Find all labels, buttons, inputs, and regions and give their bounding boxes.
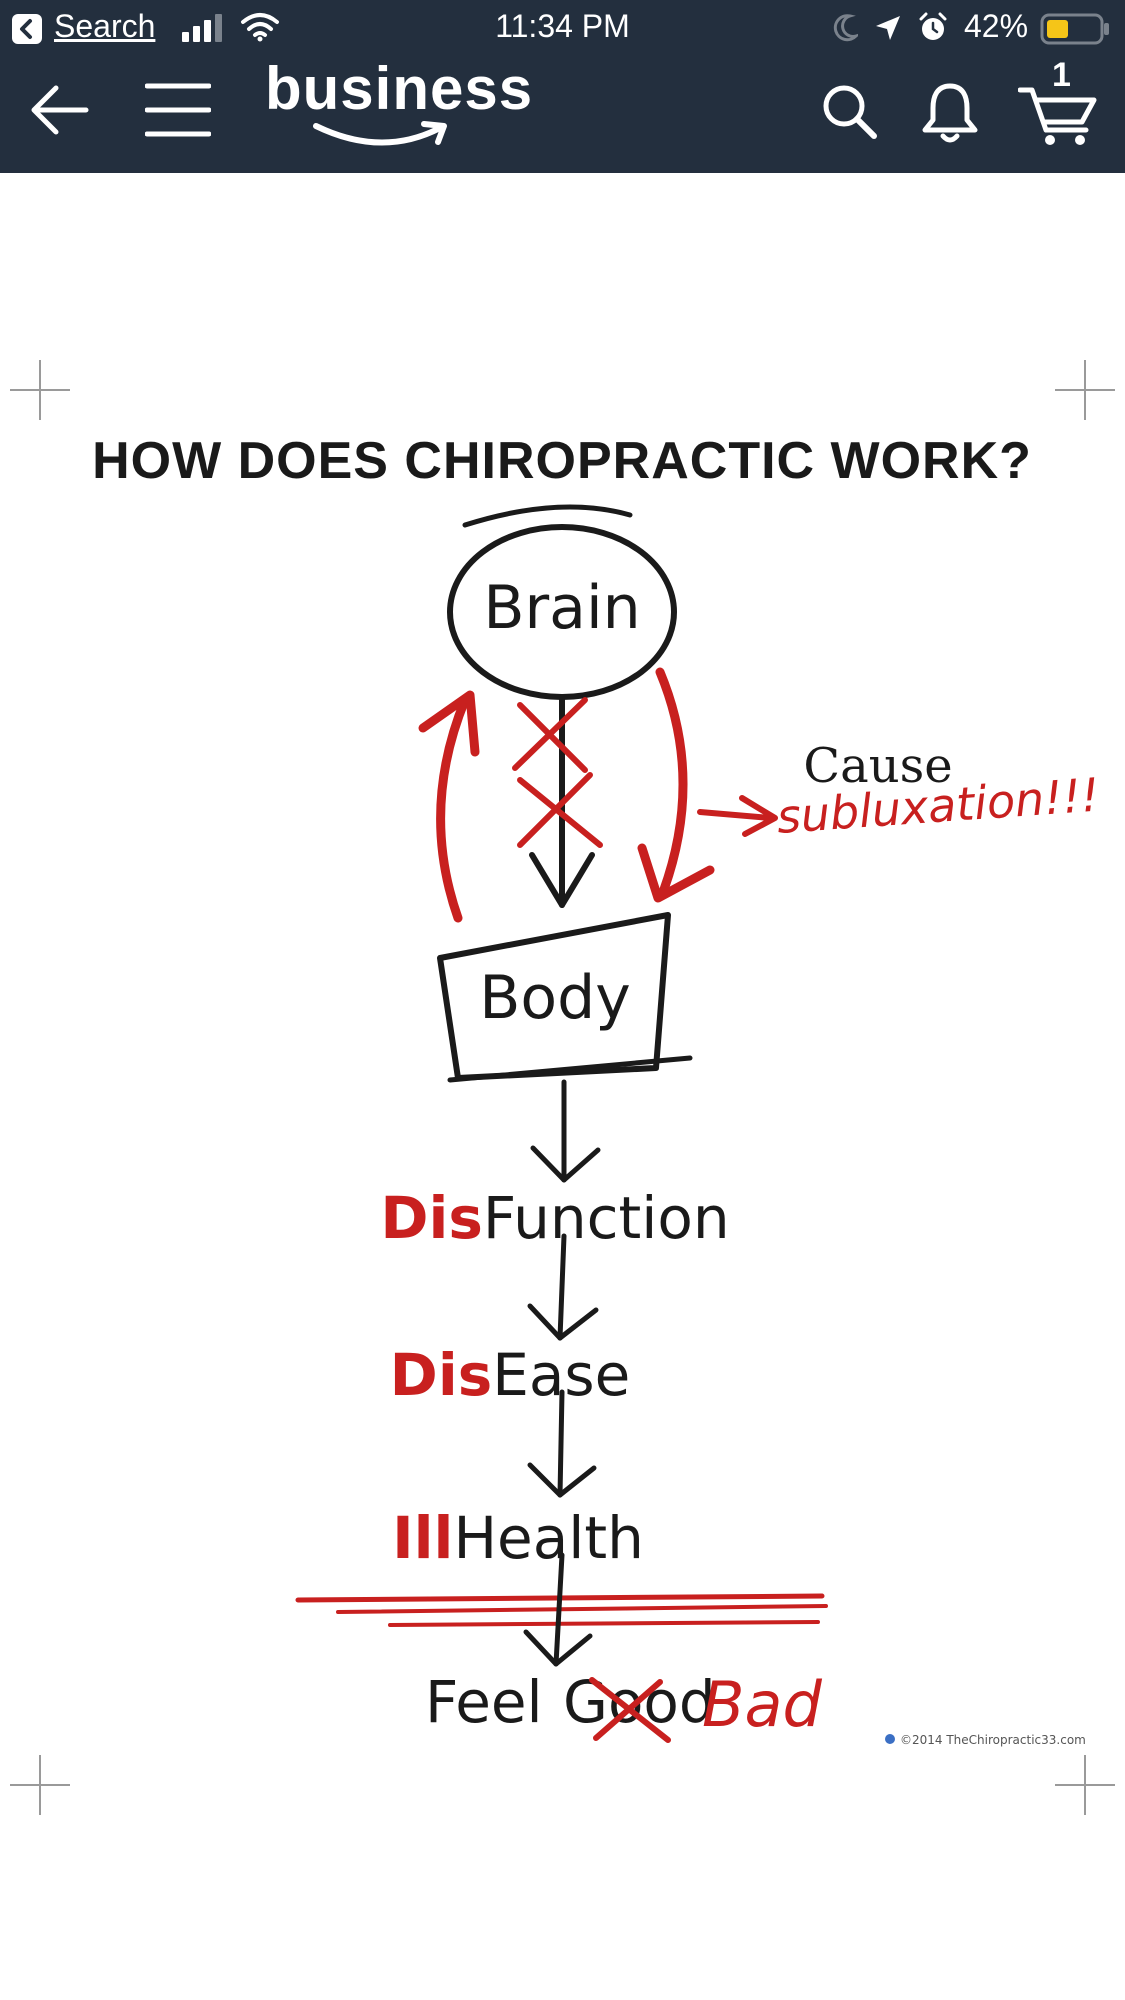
- search-icon[interactable]: [820, 82, 880, 147]
- cart-icon[interactable]: [1017, 82, 1098, 151]
- step-word: Function: [483, 1184, 730, 1252]
- wifi-icon: [240, 12, 280, 47]
- back-arrow-icon[interactable]: [28, 78, 92, 147]
- location-icon: [874, 14, 902, 47]
- crossed-out-mark: [589, 1677, 671, 1743]
- chiropractic-diagram: HOW DOES CHIROPRACTIC WORK? Brain Cause …: [10, 360, 1115, 1815]
- status-time: 11:34 PM: [495, 8, 630, 44]
- brain-label: Brain: [483, 573, 640, 643]
- final-feel: Feel: [425, 1668, 543, 1736]
- nerve-interference-icon: [512, 697, 603, 848]
- cart-count-badge[interactable]: 1: [1052, 56, 1071, 94]
- smile-arrow-icon: [312, 118, 452, 163]
- step-ill-health: IllHealth: [392, 1504, 644, 1572]
- battery-percent: 42%: [964, 8, 1029, 44]
- alarm-icon: [918, 12, 948, 49]
- crop-mark-icon: [10, 360, 1115, 1815]
- copyright-logo-icon: [885, 1734, 895, 1744]
- signal-icon: [180, 14, 226, 47]
- final-replacement-word: Bad: [702, 1668, 823, 1741]
- diagram-title: HOW DOES CHIROPRACTIC WORK?: [92, 432, 1032, 490]
- step-disease: DisEase: [390, 1341, 631, 1409]
- step-prefix: Ill: [392, 1504, 453, 1572]
- copyright-text: ©2014 TheChiropractic33.com: [900, 1733, 1086, 1747]
- product-image-viewer[interactable]: HOW DOES CHIROPRACTIC WORK? Brain Cause …: [0, 173, 1125, 2000]
- logo-text: business: [265, 55, 534, 122]
- app-header: business 1: [0, 55, 1125, 173]
- menu-icon[interactable]: [144, 78, 212, 147]
- step-prefix: Dis: [380, 1184, 483, 1252]
- cause-label: Cause: [803, 738, 952, 794]
- body-label: Body: [479, 963, 630, 1033]
- bell-icon[interactable]: [920, 80, 980, 149]
- moon-icon: [832, 14, 862, 47]
- step-word: Health: [453, 1504, 643, 1572]
- back-to-app-icon[interactable]: [12, 14, 42, 44]
- step-prefix: Dis: [390, 1341, 493, 1409]
- step-dysfunction: DisFunction: [380, 1184, 729, 1252]
- status-bar: Search 11:34 PM 42%: [0, 0, 1125, 58]
- battery-icon: [1040, 12, 1112, 51]
- back-to-app-label[interactable]: Search: [54, 8, 156, 44]
